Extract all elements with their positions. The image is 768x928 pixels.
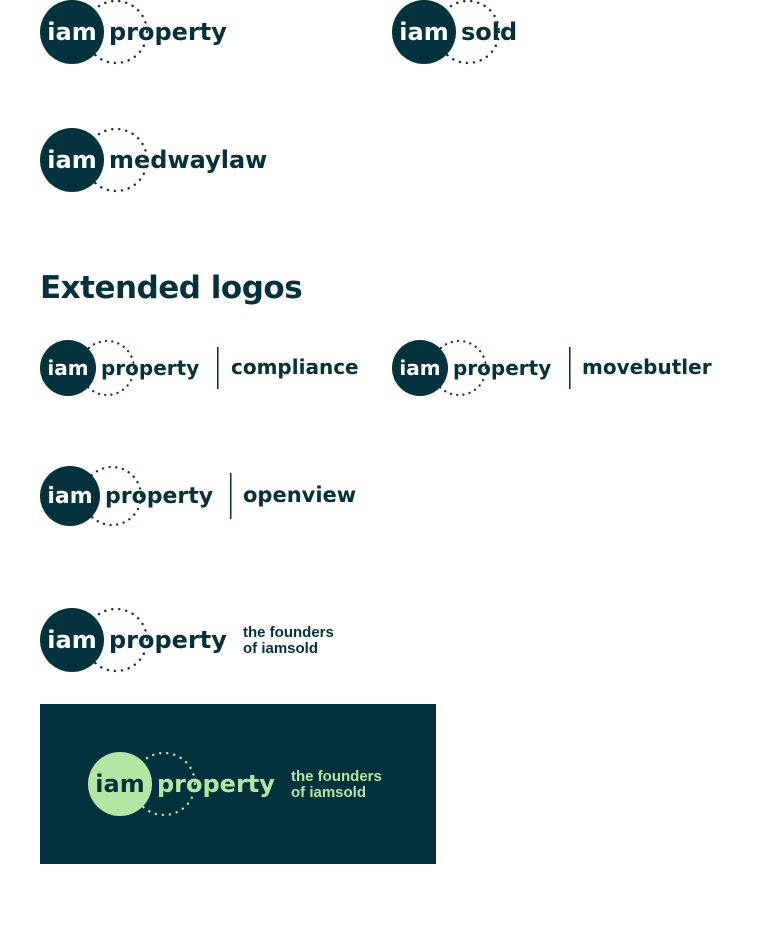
logo-name-text: property: [453, 356, 551, 380]
iamproperty-logo: iam property: [40, 0, 240, 65]
logo-mark-text: iam: [399, 356, 440, 380]
logo-mark-text: iam: [47, 626, 96, 654]
logo-divider: [230, 473, 232, 519]
logo-name-text: property: [105, 484, 213, 509]
logo-mark-text: iam: [95, 770, 144, 798]
logo-dotted-ring-icon: [81, 465, 143, 527]
logo-tagline-line2: of iamsold: [243, 640, 318, 657]
logo-tagline-line2: of iamsold: [291, 784, 366, 801]
logo-dotted-ring-icon: [131, 751, 197, 817]
logo-tagline-line1: the founders: [243, 624, 334, 641]
logo-dotted-ring-icon: [430, 339, 488, 397]
logo-name-text: property: [109, 18, 227, 46]
logo-suffix-text: openview: [243, 483, 356, 507]
logo-name-text: property: [157, 770, 275, 798]
logo-dotted-ring-icon: [83, 0, 149, 65]
logo-divider: [569, 347, 571, 389]
logo-dotted-ring-icon: [83, 607, 149, 673]
logo-circle-icon: [40, 128, 104, 192]
iamproperty-movebutler-logo: iam property movebutler: [392, 339, 722, 397]
logo-circle-icon: [392, 340, 448, 396]
logo-circle-icon: [40, 340, 96, 396]
iamsold-logo: iam sold: [392, 0, 532, 65]
logo-mark-text: iam: [47, 18, 96, 46]
logo-dotted-ring-icon: [78, 339, 136, 397]
logo-mark-text: iam: [47, 146, 96, 174]
logo-circle-icon: [40, 466, 100, 526]
logo-name-text: property: [109, 626, 227, 654]
logo-dotted-ring-icon: [83, 127, 149, 193]
logo-circle-icon: [392, 0, 456, 64]
iammedwaylaw-logo: iam medwaylaw: [40, 127, 280, 193]
logo-name-text: sold: [461, 18, 517, 46]
iamproperty-compliance-logo: iam property compliance: [40, 339, 370, 397]
logo-mark-text: iam: [47, 484, 92, 509]
logo-name-text: medwaylaw: [109, 146, 267, 174]
iamproperty-founders-logo: iam property the founders of iamsold: [40, 607, 360, 673]
iamproperty-openview-logo: iam property openview: [40, 465, 370, 527]
logo-circle-icon: [40, 608, 104, 672]
logo-name-text: property: [101, 356, 199, 380]
logo-divider: [217, 347, 219, 389]
logo-circle-icon: [88, 752, 152, 816]
extended-logos-heading: Extended logos: [40, 270, 303, 306]
logo-mark-text: iam: [399, 18, 448, 46]
dark-logo-panel: iam property the founders of iamsold: [40, 704, 436, 864]
logo-mark-text: iam: [47, 356, 88, 380]
logo-suffix-text: movebutler: [582, 355, 712, 379]
logo-dotted-ring-icon: [435, 0, 501, 65]
iamproperty-founders-logo-inverse: iam property the founders of iamsold: [88, 751, 408, 817]
logo-suffix-text: compliance: [231, 355, 359, 379]
logo-circle-icon: [40, 0, 104, 64]
logo-tagline-line1: the founders: [291, 768, 382, 785]
